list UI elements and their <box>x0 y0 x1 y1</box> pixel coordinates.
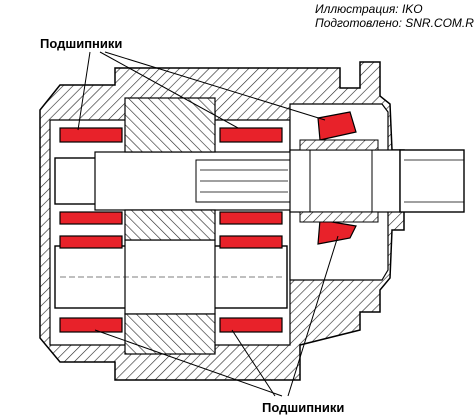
bearing <box>317 111 357 141</box>
bearing <box>317 219 357 245</box>
bearing <box>59 317 123 333</box>
leader-lines <box>77 51 339 397</box>
lower-gear-shaft <box>54 239 288 315</box>
bearing <box>59 127 123 143</box>
bearing <box>219 127 283 143</box>
gear-blocks <box>124 97 216 355</box>
bearing <box>219 211 283 225</box>
bearings-label-bottom: Подшипники <box>262 400 345 415</box>
needle-bearings <box>59 111 379 333</box>
bearing <box>59 235 123 249</box>
bearing <box>219 235 283 249</box>
bearings-label-top: Подшипники <box>40 36 123 51</box>
bearing <box>59 211 123 225</box>
upper-shaft <box>54 149 465 213</box>
bearing <box>219 317 283 333</box>
prepared-credit: Подготовлено: SNR.COM.RU <box>315 16 474 30</box>
illustration-credit: Иллюстрация: IKO <box>315 2 423 16</box>
